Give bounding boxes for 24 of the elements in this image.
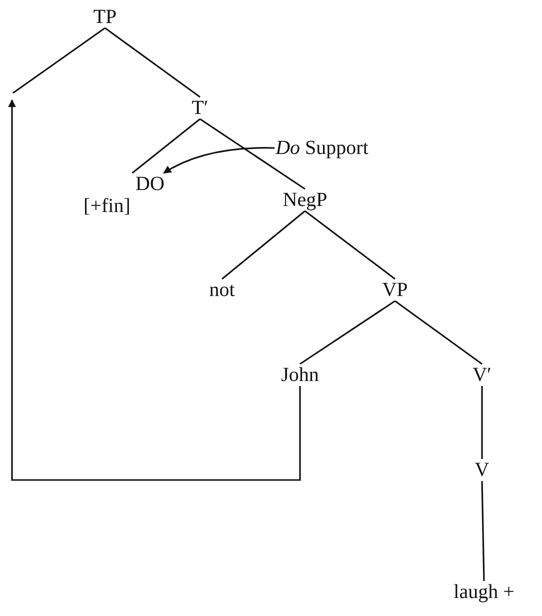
tree-branch: [222, 210, 306, 280]
tree-label: DO: [136, 173, 164, 195]
tree-label: VP: [381, 279, 409, 301]
tree-label: TP: [92, 6, 118, 28]
tree-branch: [394, 300, 482, 365]
tree-label: V′: [472, 364, 492, 386]
arrow: [163, 147, 275, 174]
tree-branch: [300, 300, 396, 365]
tree-label: John: [280, 364, 320, 386]
tree-branch: [12, 27, 106, 94]
tree-branch: [104, 27, 200, 98]
tree-label: Do Support: [274, 137, 370, 159]
tree-label: NegP: [282, 189, 328, 211]
tree-branch: [200, 118, 306, 190]
tree-label: [+fin]: [84, 195, 130, 217]
tree-branch: [481, 386, 483, 459]
tree-branch: [304, 210, 396, 280]
tree-branch: [132, 118, 200, 174]
arrow: [8, 99, 301, 481]
tree-label: not: [208, 279, 236, 301]
tree-branch: [481, 480, 485, 582]
tree-label: T′: [190, 97, 210, 119]
tree-label: V: [474, 459, 490, 481]
tree-label: laugh +: [452, 581, 516, 603]
